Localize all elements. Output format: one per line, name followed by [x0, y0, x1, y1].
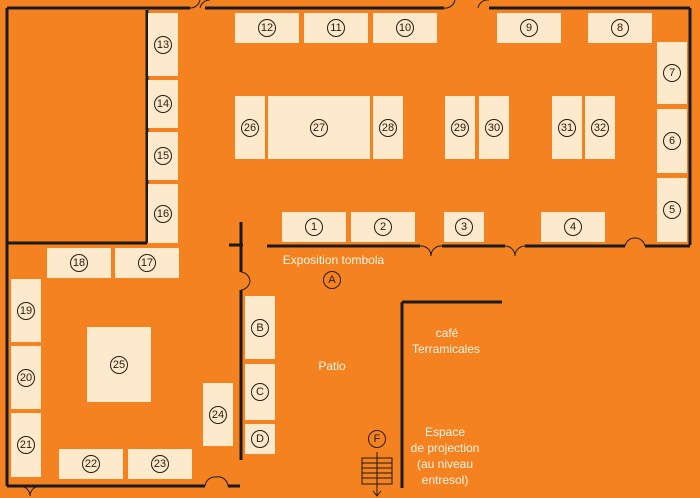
stand-letter: B	[251, 318, 269, 337]
stand-number: 25	[110, 355, 128, 374]
stand-D[interactable]: D	[245, 424, 275, 454]
stand-6[interactable]: 6	[657, 109, 687, 173]
stand-12[interactable]: 12	[235, 13, 299, 43]
door-bottom-left	[204, 476, 229, 487]
stand-31[interactable]: 31	[552, 96, 582, 159]
stand-number: 20	[17, 368, 35, 387]
stand-number: 27	[310, 118, 328, 137]
stand-8[interactable]: 8	[588, 13, 652, 43]
stand-number: 30	[485, 118, 503, 137]
stand-20[interactable]: 20	[11, 346, 41, 409]
door-patio-left	[240, 271, 251, 291]
stand-26[interactable]: 26	[235, 96, 265, 159]
stand-9[interactable]: 9	[497, 13, 561, 43]
stand-22[interactable]: 22	[59, 449, 123, 479]
stand-11[interactable]: 11	[304, 13, 368, 43]
stand-number: 17	[138, 254, 156, 272]
stand-13[interactable]: 13	[148, 13, 178, 76]
cafe-label-line2: Terramicales	[411, 342, 480, 356]
stand-1[interactable]: 1	[282, 212, 346, 242]
stand-number: 12	[258, 19, 276, 37]
stand-number: 15	[154, 147, 172, 165]
stand-number: 32	[591, 118, 609, 137]
stand-14[interactable]: 14	[148, 80, 178, 128]
stand-number: 2	[374, 218, 392, 236]
stand-number: 6	[663, 132, 681, 150]
marker-A[interactable]: A	[323, 271, 341, 289]
stand-25[interactable]: 25	[87, 327, 151, 402]
stand-23[interactable]: 23	[128, 449, 192, 479]
projection-label-line4: entresol)	[421, 473, 469, 487]
stand-number: 5	[663, 201, 681, 219]
stand-4[interactable]: 4	[541, 212, 605, 242]
door-corridor-3	[624, 237, 646, 247]
stand-32[interactable]: 32	[585, 96, 615, 159]
stand-number: 3	[455, 218, 473, 236]
stand-number: 31	[558, 118, 576, 137]
stand-number: 16	[154, 204, 172, 223]
stand-number: 4	[564, 218, 582, 236]
stand-number: 29	[451, 118, 469, 137]
stand-number: 23	[151, 455, 169, 473]
stand-number: 21	[17, 436, 35, 454]
stand-C[interactable]: C	[245, 364, 275, 420]
stand-18[interactable]: 18	[47, 248, 111, 278]
cafe-label-line1: café	[435, 326, 459, 340]
stand-number: 14	[154, 95, 172, 113]
stand-7[interactable]: 7	[657, 42, 687, 104]
exposition-label: Exposition tombola	[282, 253, 385, 267]
stand-number: 9	[520, 19, 538, 37]
stand-number: 28	[379, 118, 397, 137]
stand-19[interactable]: 19	[11, 279, 41, 342]
stand-number: 19	[17, 301, 35, 320]
stand-letter: C	[251, 383, 269, 401]
stand-number: 10	[396, 19, 414, 37]
stand-15[interactable]: 15	[148, 132, 178, 180]
door-top-left	[189, 0, 211, 9]
stand-29[interactable]: 29	[445, 96, 475, 159]
stand-number: 8	[611, 19, 629, 37]
door-top-right	[443, 0, 489, 9]
stand-27[interactable]: 27	[268, 96, 370, 159]
stand-3[interactable]: 3	[444, 212, 484, 242]
stairs-icon	[361, 452, 393, 497]
stand-28[interactable]: 28	[373, 96, 403, 159]
stand-B[interactable]: B	[245, 296, 275, 359]
stand-number: 18	[70, 254, 88, 272]
stand-number: 1	[305, 218, 323, 236]
door-bottom-corner	[19, 485, 41, 497]
stand-21[interactable]: 21	[11, 413, 41, 477]
stand-16[interactable]: 16	[148, 184, 178, 243]
stand-number: 24	[209, 405, 227, 424]
door-corridor-1	[419, 245, 443, 257]
stand-10[interactable]: 10	[373, 13, 437, 43]
projection-label-line2: de projection	[410, 441, 480, 455]
projection-label-line3: (au niveau	[416, 457, 474, 471]
stand-number: 22	[82, 455, 100, 473]
stand-number: 7	[663, 64, 681, 82]
stand-number: 26	[241, 118, 259, 137]
stand-24[interactable]: 24	[203, 383, 233, 446]
stand-number: 13	[154, 35, 172, 54]
projection-label-line1: Espace	[424, 425, 466, 439]
stand-number: 11	[327, 19, 345, 37]
stand-30[interactable]: 30	[479, 96, 509, 159]
stand-2[interactable]: 2	[351, 212, 415, 242]
patio-label: Patio	[318, 359, 346, 373]
stand-5[interactable]: 5	[657, 178, 687, 242]
door-corridor-2	[504, 245, 526, 257]
stand-17[interactable]: 17	[115, 248, 179, 278]
stand-letter: D	[251, 430, 269, 448]
marker-F[interactable]: F	[368, 430, 386, 448]
